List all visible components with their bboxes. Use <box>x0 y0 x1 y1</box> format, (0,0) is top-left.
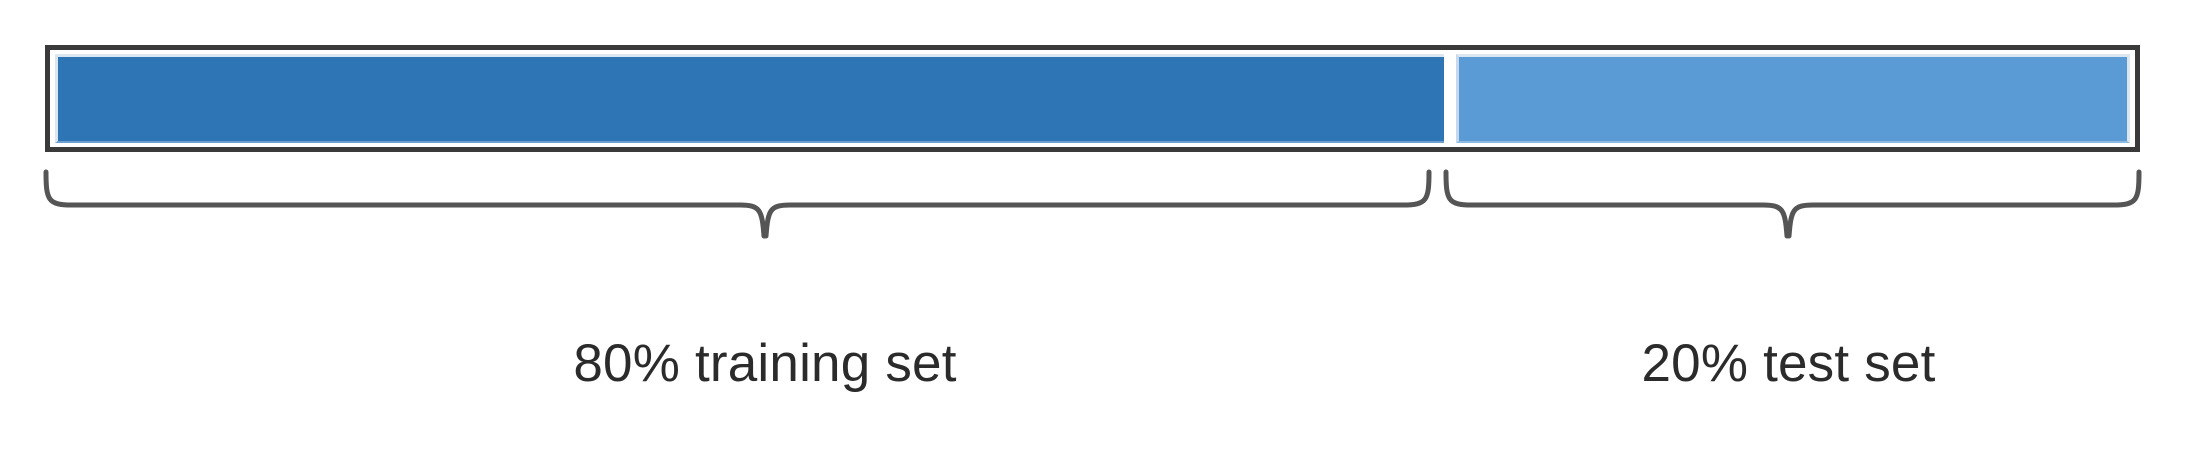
training-set-segment <box>55 54 1445 143</box>
training-set-brace <box>43 169 1432 239</box>
test-set-label: 20% test set <box>1641 334 1936 393</box>
split-bar-frame <box>45 45 2140 152</box>
training-set-label: 80% training set <box>573 334 957 393</box>
segment-divider <box>1444 54 1456 143</box>
test-set-segment <box>1455 54 2130 143</box>
brace-group <box>0 160 2187 300</box>
brace-labels: 80% training set 20% test set <box>0 333 2187 413</box>
test-set-brace <box>1443 169 2142 239</box>
split-bar-inner <box>50 50 2135 147</box>
